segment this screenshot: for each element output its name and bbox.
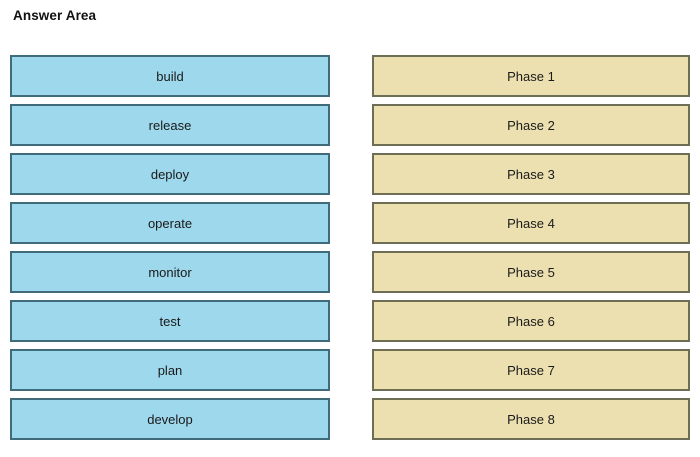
drop-target-slot[interactable]: Phase 1: [372, 55, 690, 97]
drop-target-list: Phase 1 Phase 2 Phase 3 Phase 4 Phase 5 …: [372, 55, 690, 440]
drop-target-slot[interactable]: Phase 3: [372, 153, 690, 195]
drag-source-list: build release deploy operate monitor tes…: [10, 55, 330, 440]
drag-source-item[interactable]: deploy: [10, 153, 330, 195]
drop-target-slot[interactable]: Phase 5: [372, 251, 690, 293]
drag-source-item[interactable]: operate: [10, 202, 330, 244]
drag-source-item[interactable]: test: [10, 300, 330, 342]
drag-source-item[interactable]: plan: [10, 349, 330, 391]
drag-source-item[interactable]: develop: [10, 398, 330, 440]
drop-target-slot[interactable]: Phase 4: [372, 202, 690, 244]
drop-target-slot[interactable]: Phase 6: [372, 300, 690, 342]
drop-target-slot[interactable]: Phase 2: [372, 104, 690, 146]
page-title: Answer Area: [13, 8, 97, 23]
drag-source-item[interactable]: release: [10, 104, 330, 146]
drag-source-item[interactable]: build: [10, 55, 330, 97]
drop-target-slot[interactable]: Phase 7: [372, 349, 690, 391]
drag-source-item[interactable]: monitor: [10, 251, 330, 293]
drop-target-slot[interactable]: Phase 8: [372, 398, 690, 440]
